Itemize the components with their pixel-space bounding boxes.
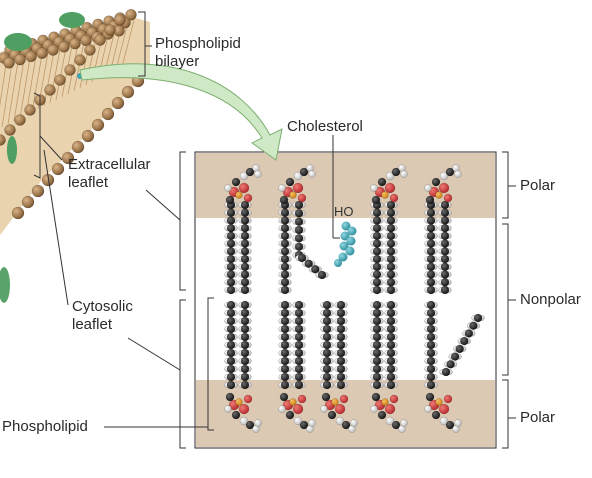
extracellular-leaflet-label: Extracellular leaflet — [68, 156, 151, 191]
nonpolar-label: Nonpolar — [520, 291, 581, 308]
cholesterol-label: Cholesterol — [287, 118, 363, 135]
polar-bottom-label: Polar — [520, 409, 556, 426]
phospholipid-molecules — [224, 164, 485, 433]
membrane-protein — [59, 12, 85, 28]
polar-top-label: Polar — [520, 177, 556, 194]
polar-band-bottom — [196, 380, 495, 447]
curved-zoom-arrow — [79, 63, 283, 161]
ho-label: HO — [334, 204, 354, 219]
phospholipid-label: Phospholipid — [2, 418, 88, 435]
phospholipid-bilayer-label: Phospholipid bilayer — [155, 35, 241, 70]
membrane-protein — [7, 136, 17, 164]
membrane-protein — [4, 33, 32, 51]
annotation-lines — [33, 11, 516, 449]
cholesterol-molecule — [334, 221, 357, 267]
membrane-protein — [0, 267, 10, 303]
cytosolic-leaflet-label: Cytosolic leaflet — [72, 298, 133, 333]
